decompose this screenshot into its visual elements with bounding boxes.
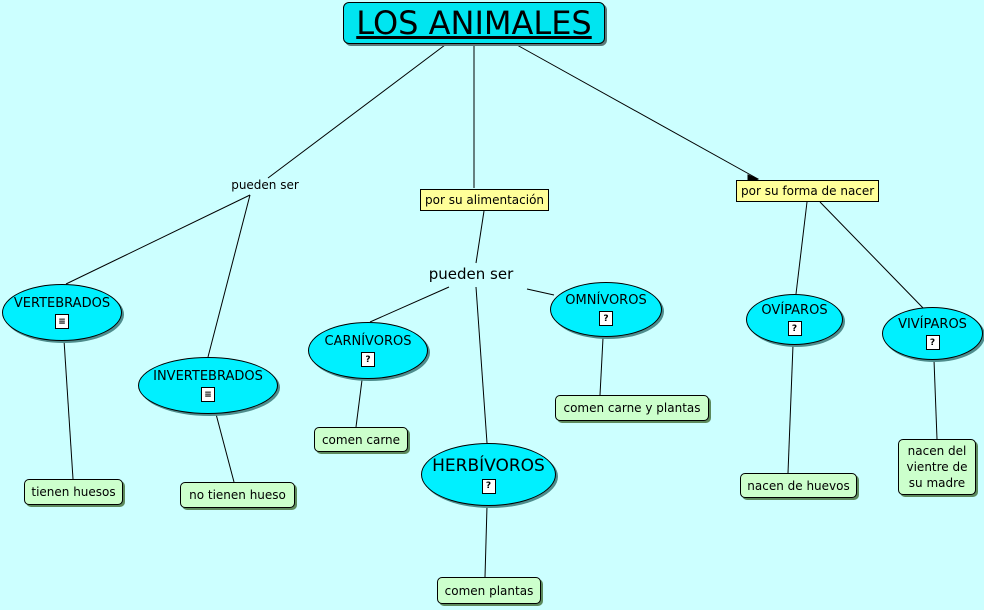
line-vertebrados-desc: [63, 339, 74, 480]
linking-phrase-pueden-ser-1: pueden ser: [231, 178, 299, 192]
concept-label: VERTEBRADOS: [13, 296, 111, 311]
question-document-icon[interactable]: ?: [361, 352, 375, 367]
concept-label: VIVÍPAROS: [898, 317, 967, 332]
line-omnivoros-desc: [599, 337, 604, 396]
line-viviparos-desc: [933, 359, 938, 440]
line-title-puedenser1: [267, 44, 446, 179]
line-formanacer-viviparos: [819, 201, 926, 311]
document-icon[interactable]: ≡: [201, 387, 215, 402]
description-omnivoros: comen carne y plantas: [555, 395, 709, 421]
line-invertebrados-desc: [215, 413, 235, 483]
description-invertebrados: no tienen hueso: [180, 482, 295, 508]
line-oviparos-desc: [787, 344, 794, 474]
line-formanacer-oviparos: [795, 201, 808, 295]
linking-phrase-forma-nacer: por su forma de nacer: [736, 180, 880, 202]
line-herbivoros-desc: [484, 505, 488, 578]
question-document-icon[interactable]: ?: [925, 335, 940, 350]
concept-label: INVERTEBRADOS: [153, 369, 263, 384]
concept-label: OMNÍVOROS: [565, 293, 647, 308]
concept-oviparos[interactable]: OVÍPAROS ?: [746, 294, 843, 345]
question-document-icon[interactable]: ?: [481, 478, 496, 494]
concept-omnivoros[interactable]: OMNÍVOROS ?: [550, 282, 662, 337]
description-herbivoros: comen plantas: [437, 577, 541, 604]
concept-label: HERBÍVOROS: [432, 455, 545, 476]
question-document-icon[interactable]: ?: [599, 311, 613, 326]
question-document-icon[interactable]: ?: [787, 321, 802, 336]
concept-vertebrados[interactable]: VERTEBRADOS ≡: [2, 284, 122, 341]
concept-invertebrados[interactable]: INVERTEBRADOS ≡: [138, 357, 278, 414]
linking-phrase-alimentacion: por su alimentación: [420, 189, 550, 211]
document-icon[interactable]: ≡: [55, 314, 69, 329]
line-puedenser2-carnivoros: [369, 286, 450, 323]
concept-viviparos[interactable]: VIVÍPAROS ?: [882, 307, 983, 360]
description-viviparos: nacen del vientre de su madre: [898, 439, 976, 495]
linking-phrase-pueden-ser-2: pueden ser: [428, 265, 514, 283]
description-oviparos: nacen de huevos: [740, 473, 857, 498]
concept-label: CARNÍVOROS: [324, 334, 412, 349]
description-carnivoros: comen carne: [314, 427, 408, 452]
line-puedenser2-omnivoros: [526, 288, 555, 296]
concept-label: OVÍPAROS: [761, 303, 828, 318]
concept-herbivoros[interactable]: HERBÍVOROS ?: [421, 443, 556, 506]
line-puedenser2-herbivoros: [475, 286, 488, 444]
description-vertebrados: tienen huesos: [24, 479, 123, 505]
line-puedenser1-vertebrados: [65, 194, 251, 285]
line-puedenser1-invertebrados: [207, 194, 251, 358]
line-alimentacion-puedenser2: [475, 210, 485, 264]
concept-carnivoros[interactable]: CARNÍVOROS ?: [308, 322, 428, 379]
line-carnivoros-desc: [355, 379, 363, 428]
map-title: LOS ANIMALES: [343, 2, 605, 44]
line-title-formanacer: [516, 44, 759, 180]
